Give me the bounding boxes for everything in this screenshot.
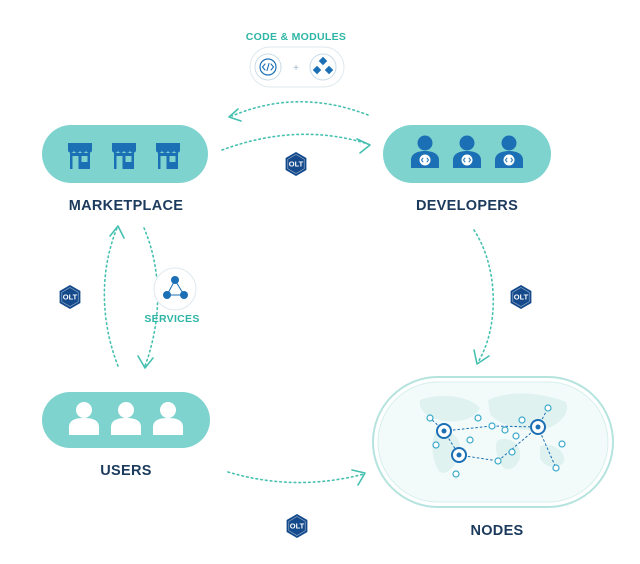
olt-badge-bottom-label: OLT bbox=[290, 522, 305, 531]
nodes-panel bbox=[372, 376, 614, 508]
services-label: SERVICES bbox=[144, 313, 199, 325]
store-icon bbox=[156, 143, 180, 169]
arrowhead-icon bbox=[109, 225, 125, 239]
flow-marketplace-to-developers bbox=[221, 133, 369, 151]
world-map-network-icon bbox=[419, 393, 568, 478]
olt-badge-right-label: OLT bbox=[514, 293, 529, 302]
arrowhead-icon bbox=[351, 469, 366, 486]
code-modules-badge: + bbox=[249, 46, 345, 88]
store-icon bbox=[68, 143, 92, 169]
olt-badge-left-label: OLT bbox=[63, 293, 78, 302]
modules-cubes-icon bbox=[309, 53, 337, 81]
network-nodes-icon bbox=[153, 267, 197, 311]
developers-pill bbox=[383, 125, 551, 183]
flow-developers-to-nodes bbox=[473, 229, 495, 363]
users-pill bbox=[42, 392, 210, 448]
users-label: USERS bbox=[100, 463, 151, 479]
olt-badge-bottom: OLT bbox=[286, 513, 308, 539]
svg-text:+: + bbox=[293, 63, 299, 74]
store-icon bbox=[112, 143, 136, 169]
code-brackets-icon bbox=[254, 53, 282, 81]
olt-badge-right: OLT bbox=[510, 284, 532, 310]
code-modules-label: CODE & MODULES bbox=[246, 31, 346, 43]
olt-badge-top: OLT bbox=[285, 151, 307, 177]
nodes-label: NODES bbox=[470, 523, 523, 539]
olt-badge-left: OLT bbox=[59, 284, 81, 310]
marketplace-label: MARKETPLACE bbox=[69, 198, 183, 214]
flow-developers-to-marketplace bbox=[231, 100, 369, 117]
flow-users-to-nodes bbox=[227, 471, 365, 484]
marketplace-pill bbox=[42, 125, 208, 183]
arrowhead-icon bbox=[473, 349, 490, 365]
developers-label: DEVELOPERS bbox=[416, 198, 518, 214]
arrowhead-icon bbox=[356, 138, 371, 154]
flow-users-to-marketplace bbox=[103, 227, 119, 367]
olt-badge-top-label: OLT bbox=[289, 160, 304, 169]
arrowhead-icon bbox=[228, 108, 242, 122]
arrowhead-icon bbox=[137, 355, 154, 369]
